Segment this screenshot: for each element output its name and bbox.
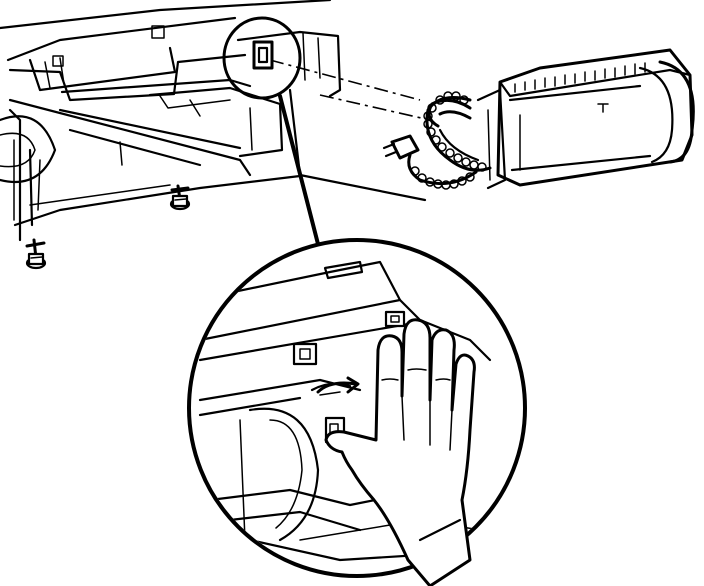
hand-pressing-retainer [324, 318, 476, 586]
callout-circle [222, 16, 302, 100]
screw [25, 238, 47, 270]
detail-callout [187, 238, 527, 578]
callout-leader-line [278, 94, 320, 246]
alignment-lines [269, 59, 431, 121]
wiring-harness-connector [382, 91, 492, 190]
direction-arrow [316, 376, 360, 394]
screw [169, 184, 191, 211]
air-bag-module [476, 48, 695, 190]
instrument-panel [0, 0, 427, 242]
